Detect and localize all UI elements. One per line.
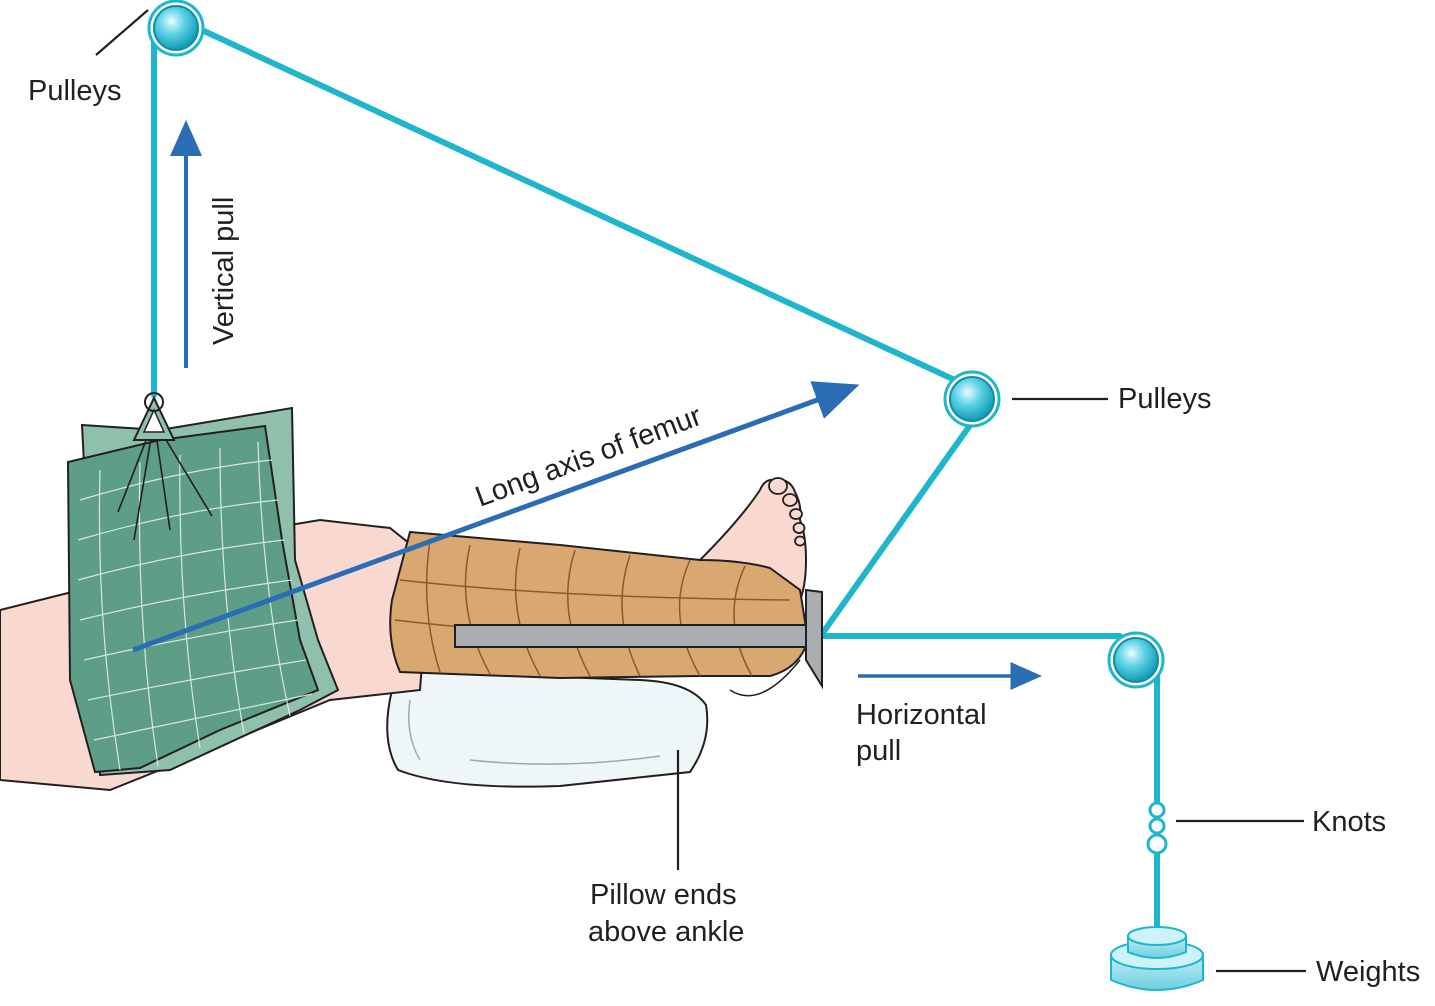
traction-ropes (151, 15, 1160, 943)
force-arrows (132, 120, 1042, 690)
pillow (386, 670, 709, 788)
pulley-top (147, 0, 205, 57)
label-pillow-line2: above ankle (588, 916, 744, 948)
label-pulleys-right: Pulleys (1118, 383, 1212, 415)
label-weights: Weights (1316, 956, 1420, 988)
spreader-rod (454, 588, 823, 697)
pulley-right (943, 370, 1001, 428)
sling (66, 392, 340, 777)
rope-top-diagonal (173, 15, 975, 391)
label-horizontal-pull-line2: pull (856, 735, 901, 767)
leader-lines (95, 9, 1306, 973)
label-pillow-line1: Pillow ends (590, 879, 737, 911)
long-axis-arrow (132, 381, 860, 653)
label-horizontal-pull-line1: Horizontal (856, 699, 987, 731)
pulley-bottom (1107, 631, 1165, 689)
weights (1110, 926, 1204, 991)
rope-to-footplate (819, 411, 981, 637)
sling-mesh (77, 441, 313, 771)
label-pulleys-top: Pulleys (28, 75, 122, 107)
knots (1146, 801, 1168, 855)
label-knots: Knots (1312, 806, 1386, 838)
label-long-axis: Long axis of femur (471, 400, 706, 514)
label-vertical-pull: Vertical pull (208, 197, 240, 345)
